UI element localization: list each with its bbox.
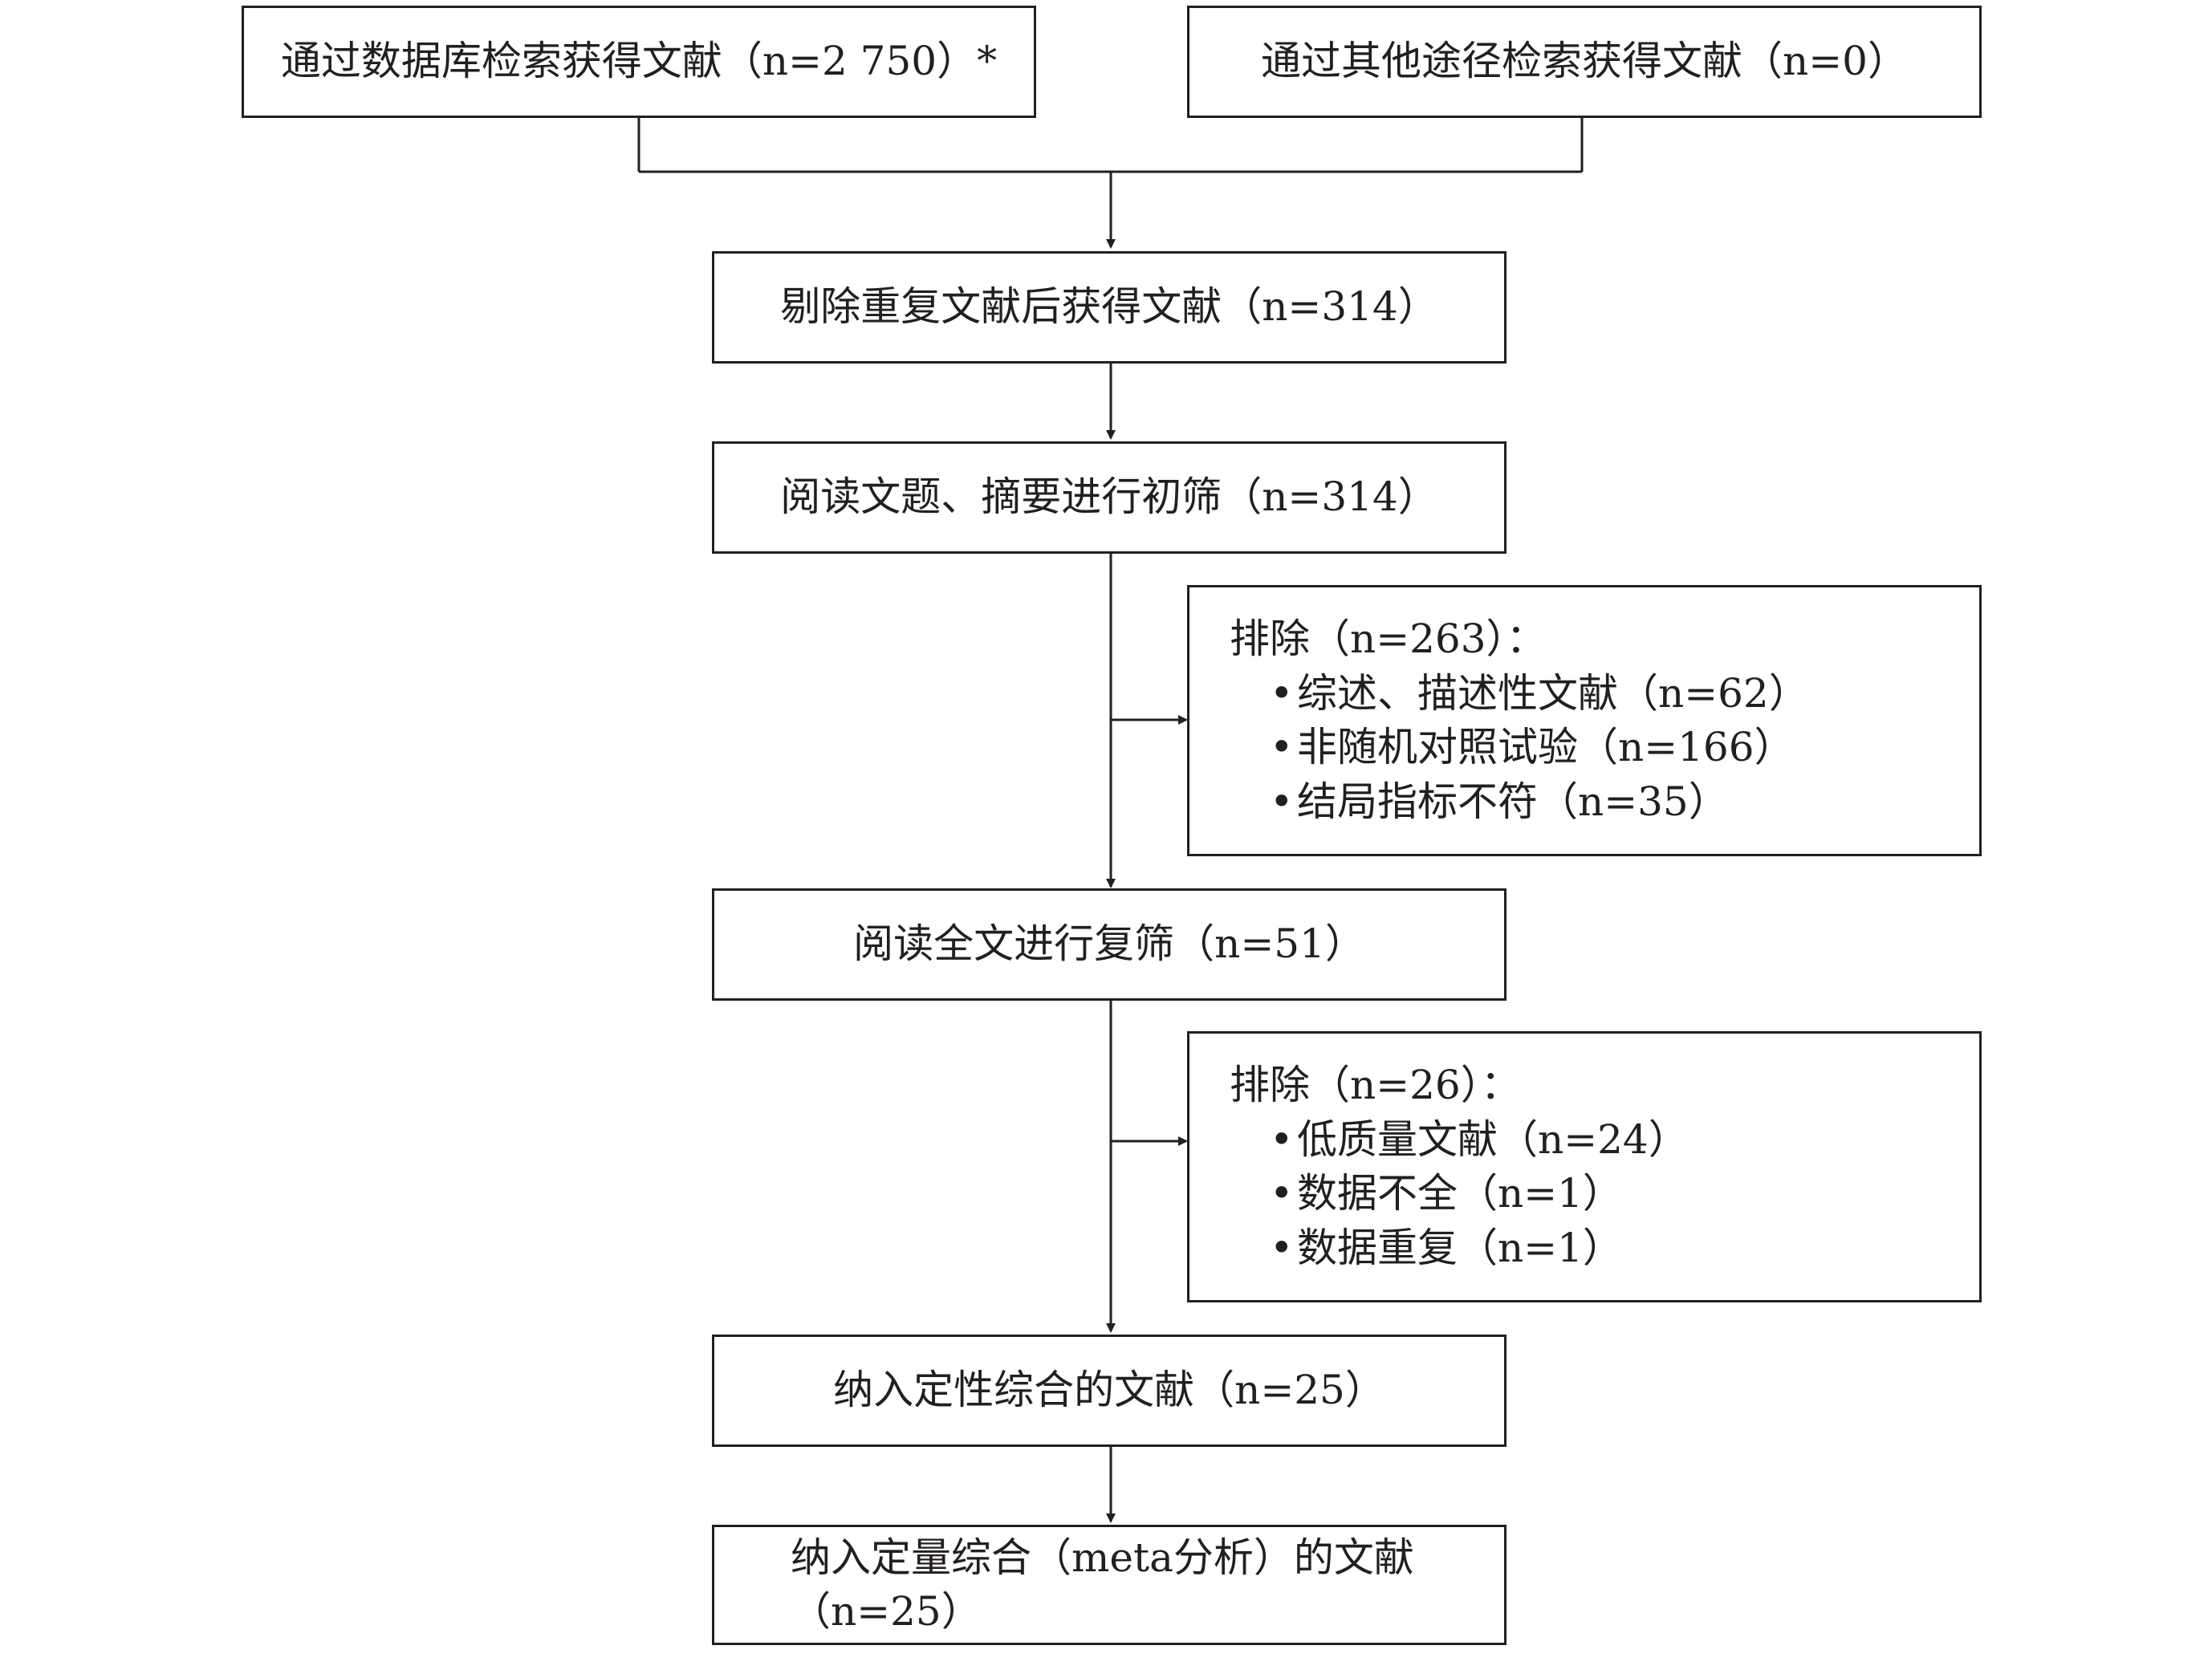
bullet-icon: • xyxy=(1270,669,1294,717)
exclusion-2-reason: 低质量文献（n=24） xyxy=(1297,1115,1689,1163)
other-sources-box: 通过其他途径检索获得文献（n=0） xyxy=(1187,6,1982,118)
exclusion-1-reason: 非随机对照试验（n=166） xyxy=(1297,724,1795,770)
list-item: •综述、描述性文献（n=62） xyxy=(1270,667,1979,721)
list-item: •数据不全（n=1） xyxy=(1270,1167,1979,1221)
quantitative-synthesis-box: 纳入定量综合（meta分析）的文献 （n=25） xyxy=(712,1525,1507,1645)
other-sources-label: 通过其他途径检索获得文献（n=0） xyxy=(1261,38,1908,85)
exclusion-box-2: 排除（n=26）： •低质量文献（n=24） •数据不全（n=1） •数据重复（… xyxy=(1187,1031,1982,1302)
database-search-box: 通过数据库检索获得文献（n=2 750）* xyxy=(242,6,1036,118)
quantitative-synthesis-label-line2: （n=25） xyxy=(791,1588,982,1635)
title-abstract-screening-label: 阅读文题、摘要进行初筛（n=314） xyxy=(780,473,1438,521)
full-text-screening-box: 阅读全文进行复筛（n=51） xyxy=(712,888,1507,1001)
quantitative-synthesis-label-line1: 纳入定量综合（meta分析）的文献 xyxy=(791,1534,1414,1581)
exclusion-1-list: •综述、描述性文献（n=62） •非随机对照试验（n=166） •结局指标不符（… xyxy=(1230,667,1979,830)
exclusion-box-1: 排除（n=263）： •综述、描述性文献（n=62） •非随机对照试验（n=16… xyxy=(1187,585,1982,856)
full-text-screening-label: 阅读全文进行复筛（n=51） xyxy=(853,920,1365,968)
bullet-icon: • xyxy=(1270,1115,1294,1163)
exclusion-1-reason: 结局指标不符（n=35） xyxy=(1297,778,1729,825)
deduplicated-label: 剔除重复文献后获得文献（n=314） xyxy=(780,283,1438,331)
bullet-icon: • xyxy=(1270,1170,1294,1217)
exclusion-1-header: 排除（n=263）： xyxy=(1230,616,1547,662)
list-item: •非随机对照试验（n=166） xyxy=(1270,721,1979,775)
list-item: •低质量文献（n=24） xyxy=(1270,1113,1979,1168)
qualitative-synthesis-label: 纳入定性综合的文献（n=25） xyxy=(833,1367,1385,1414)
deduplicated-box: 剔除重复文献后获得文献（n=314） xyxy=(712,251,1507,364)
bullet-icon: • xyxy=(1270,778,1294,825)
exclusion-1-reason: 综述、描述性文献（n=62） xyxy=(1297,669,1809,717)
bullet-icon: • xyxy=(1270,1224,1294,1271)
exclusion-2-reason: 数据不全（n=1） xyxy=(1297,1170,1623,1217)
bullet-icon: • xyxy=(1270,724,1294,770)
exclusion-2-list: •低质量文献（n=24） •数据不全（n=1） •数据重复（n=1） xyxy=(1230,1113,1979,1276)
list-item: •结局指标不符（n=35） xyxy=(1270,775,1979,830)
exclusion-2-header: 排除（n=26）： xyxy=(1230,1062,1521,1108)
exclusion-2-reason: 数据重复（n=1） xyxy=(1297,1224,1623,1271)
title-abstract-screening-box: 阅读文题、摘要进行初筛（n=314） xyxy=(712,441,1507,554)
database-search-label: 通过数据库检索获得文献（n=2 750）* xyxy=(280,38,998,85)
list-item: •数据重复（n=1） xyxy=(1270,1221,1979,1276)
qualitative-synthesis-box: 纳入定性综合的文献（n=25） xyxy=(712,1335,1507,1447)
